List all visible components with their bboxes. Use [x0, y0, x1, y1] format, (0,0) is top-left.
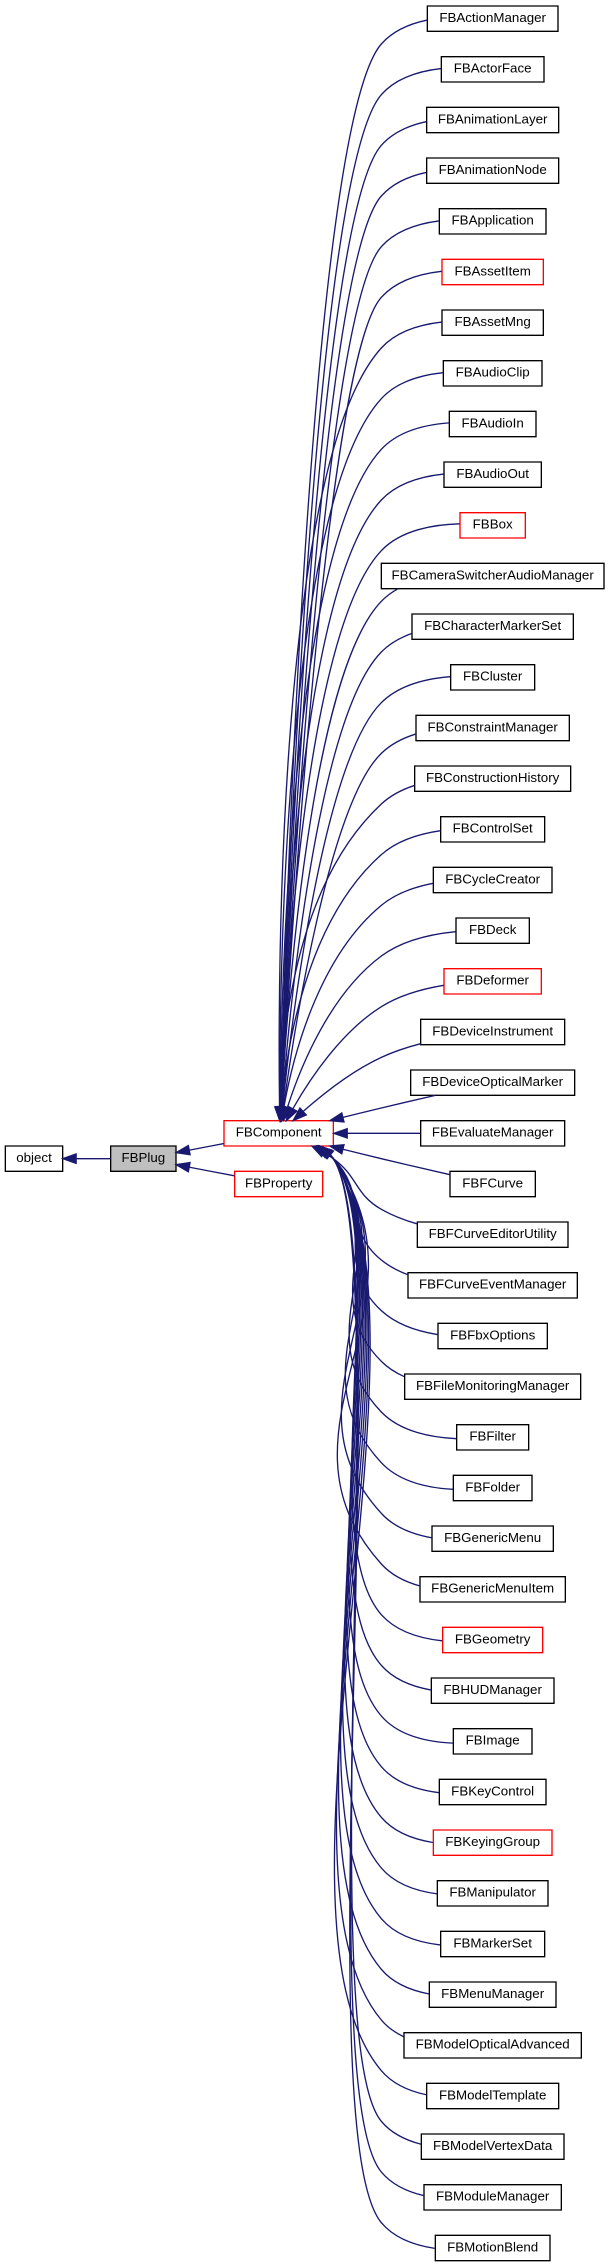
svg-text:FBAssetItem: FBAssetItem	[455, 263, 531, 278]
svg-text:FBCameraSwitcherAudioManager: FBCameraSwitcherAudioManager	[392, 567, 595, 582]
svg-text:FBFCurveEditorUtility: FBFCurveEditorUtility	[429, 1226, 557, 1241]
svg-text:FBModelOpticalAdvanced: FBModelOpticalAdvanced	[416, 2037, 570, 2052]
svg-text:FBGeometry: FBGeometry	[455, 1631, 531, 1646]
svg-text:FBActorFace: FBActorFace	[454, 61, 532, 76]
svg-text:FBCluster: FBCluster	[463, 669, 523, 684]
svg-text:FBDeformer: FBDeformer	[456, 973, 529, 988]
svg-text:FBDeviceInstrument: FBDeviceInstrument	[432, 1023, 553, 1038]
svg-text:FBMarkerSet: FBMarkerSet	[453, 1935, 532, 1950]
svg-text:FBModelTemplate: FBModelTemplate	[439, 2087, 546, 2102]
svg-text:FBControlSet: FBControlSet	[453, 821, 533, 836]
svg-text:FBModelVertexData: FBModelVertexData	[433, 2138, 553, 2153]
svg-text:FBFilter: FBFilter	[469, 1429, 516, 1444]
svg-text:FBFolder: FBFolder	[465, 1479, 520, 1494]
svg-text:FBKeyingGroup: FBKeyingGroup	[445, 1834, 540, 1849]
svg-text:FBPlug: FBPlug	[121, 1150, 165, 1165]
svg-text:FBProperty: FBProperty	[245, 1175, 313, 1190]
svg-text:FBDeck: FBDeck	[469, 922, 517, 937]
svg-text:FBConstraintManager: FBConstraintManager	[427, 719, 558, 734]
svg-text:FBFbxOptions: FBFbxOptions	[450, 1327, 536, 1342]
svg-text:FBEvaluateManager: FBEvaluateManager	[432, 1125, 554, 1140]
svg-text:FBMenuManager: FBMenuManager	[441, 1986, 545, 2001]
svg-text:FBComponent: FBComponent	[236, 1125, 322, 1140]
svg-text:FBFCurveEventManager: FBFCurveEventManager	[419, 1277, 567, 1292]
svg-text:FBAssetMng: FBAssetMng	[455, 314, 531, 329]
svg-text:FBManipulator: FBManipulator	[449, 1885, 536, 1900]
svg-text:FBActionManager: FBActionManager	[439, 10, 546, 25]
svg-text:FBMotionBlend: FBMotionBlend	[447, 2239, 538, 2254]
svg-text:FBDeviceOpticalMarker: FBDeviceOpticalMarker	[422, 1074, 563, 1089]
svg-text:FBModuleManager: FBModuleManager	[436, 2189, 550, 2204]
svg-text:FBApplication: FBApplication	[452, 213, 534, 228]
svg-text:FBCharacterMarkerSet: FBCharacterMarkerSet	[424, 618, 561, 633]
svg-text:object: object	[16, 1150, 52, 1165]
svg-text:FBAnimationNode: FBAnimationNode	[439, 162, 547, 177]
svg-text:FBFCurve: FBFCurve	[462, 1175, 523, 1190]
svg-text:FBConstructionHistory: FBConstructionHistory	[426, 770, 560, 785]
svg-text:FBBox: FBBox	[473, 517, 513, 532]
svg-text:FBAudioIn: FBAudioIn	[462, 415, 524, 430]
svg-text:FBCycleCreator: FBCycleCreator	[445, 871, 540, 886]
svg-text:FBAudioClip: FBAudioClip	[456, 365, 530, 380]
svg-text:FBAudioOut: FBAudioOut	[456, 466, 529, 481]
svg-text:FBKeyControl: FBKeyControl	[451, 1783, 534, 1798]
svg-text:FBHUDManager: FBHUDManager	[443, 1682, 542, 1697]
svg-text:FBImage: FBImage	[466, 1733, 520, 1748]
svg-text:FBGenericMenu: FBGenericMenu	[444, 1530, 541, 1545]
svg-text:FBFileMonitoringManager: FBFileMonitoringManager	[416, 1378, 570, 1393]
svg-text:FBGenericMenuItem: FBGenericMenuItem	[431, 1581, 554, 1596]
svg-text:FBAnimationLayer: FBAnimationLayer	[438, 111, 548, 126]
